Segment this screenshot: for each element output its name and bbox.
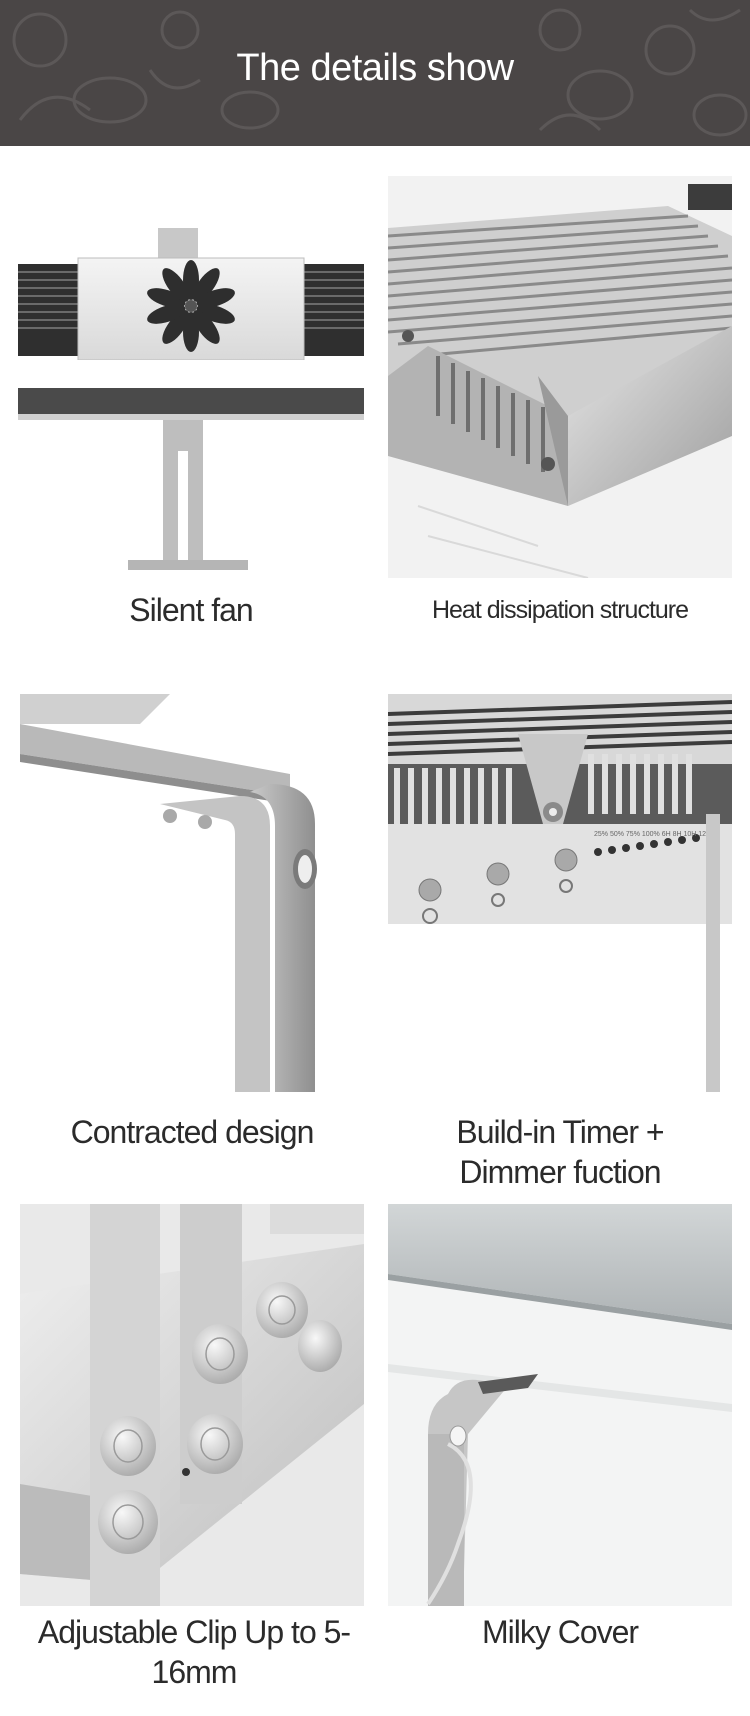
fan-detail-photo	[18, 176, 364, 578]
caption-silent-fan: Silent fan	[129, 592, 253, 628]
fruit-pattern-background	[0, 0, 750, 146]
panel-labels: 25% 50% 75% 100% 6H 8H 10H 12H	[594, 831, 711, 838]
caption-milky-cover: Milky Cover	[481, 1614, 639, 1650]
clip-screws-photo	[20, 1204, 364, 1606]
bracket-detail-photo	[20, 694, 364, 1092]
caption-heat-dissipation: Heat dissipation structure	[431, 596, 689, 624]
control-panel-photo: 25% 50% 75% 100% 6H 8H 10H 12H	[388, 694, 732, 1092]
caption-timer-dimmer: Build-in Timer + Dimmer fuction	[456, 1114, 664, 1190]
milky-cover-photo	[388, 1204, 732, 1606]
caption-contracted-design: Contracted design	[70, 1114, 315, 1150]
caption-adjustable-clip: Adjustable Clip Up to 5-16mm	[37, 1614, 351, 1690]
header-banner: The details show	[0, 0, 750, 146]
page-title: The details show	[236, 47, 514, 89]
heatsink-detail-photo	[388, 176, 732, 578]
